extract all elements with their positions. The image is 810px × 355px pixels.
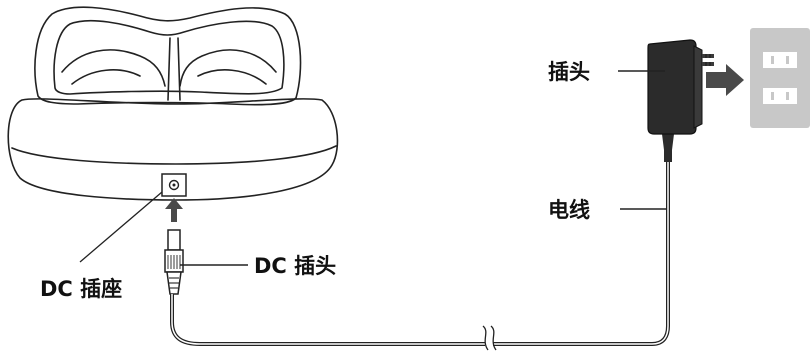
dc-socket-leader: [79, 191, 163, 263]
power-cord: [170, 160, 670, 351]
massager-device: [7, 6, 339, 201]
dc-plug: [164, 229, 184, 295]
wall-outlet: [750, 28, 810, 128]
label-dc-plug: DC 插头: [254, 254, 336, 278]
arrow-right-icon: [706, 64, 744, 96]
arrow-up-icon: [165, 198, 183, 222]
label-cord: 电线: [548, 198, 590, 222]
label-dc-socket: DC 插座: [40, 277, 122, 301]
outlet-socket-bottom: [763, 88, 797, 104]
power-adapter: [647, 39, 714, 162]
label-plug: 插头: [548, 60, 590, 84]
outlet-socket-top: [763, 52, 797, 68]
